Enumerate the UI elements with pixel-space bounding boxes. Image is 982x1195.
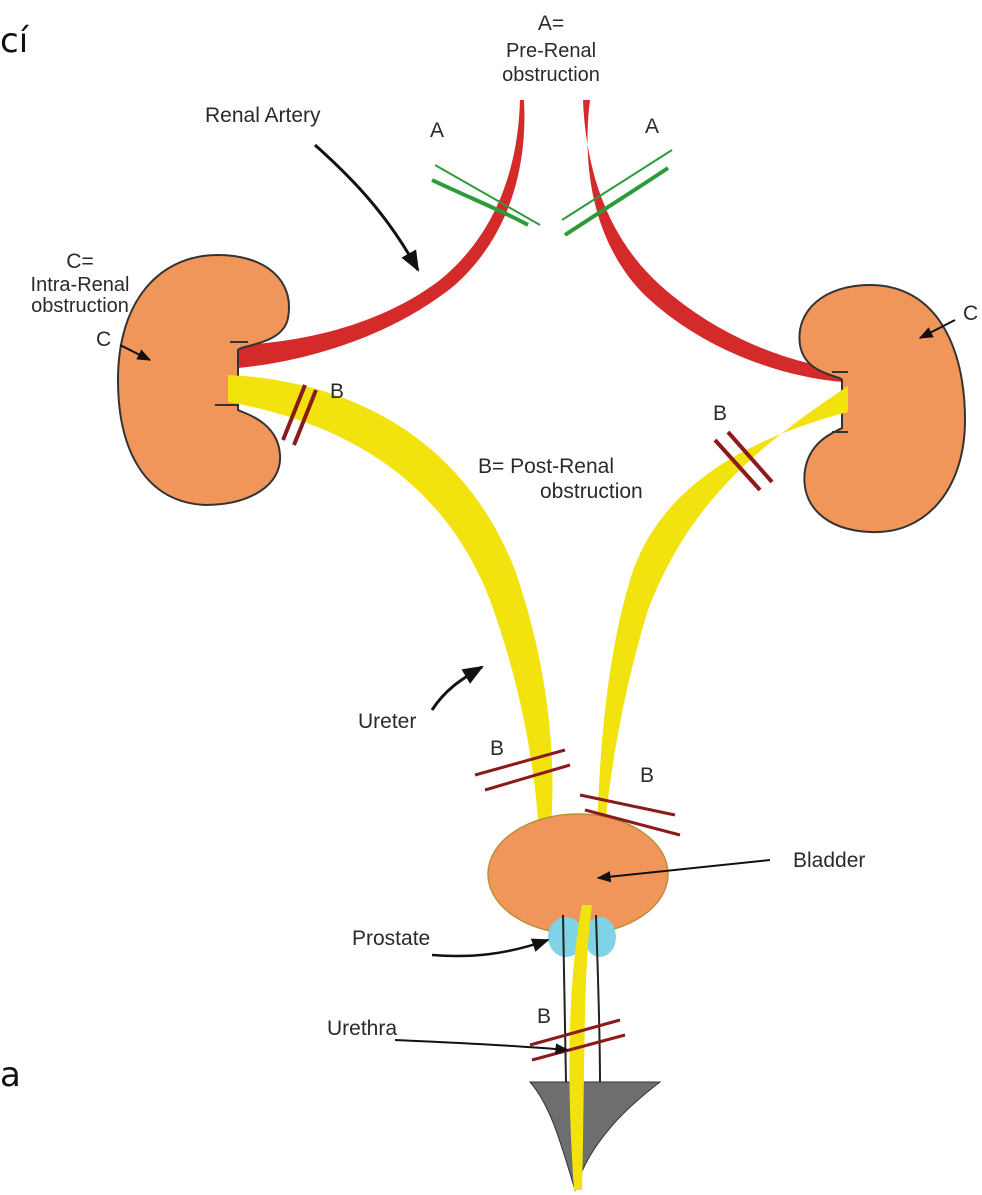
svg-text:Pre-Renal: Pre-Renal	[506, 40, 596, 62]
ureter-arrow	[432, 667, 482, 710]
marker-a-left: A	[430, 119, 444, 142]
svg-text:C=: C=	[66, 250, 93, 273]
ureter-label: Ureter	[358, 710, 416, 733]
pre-renal-mark-left	[432, 165, 540, 225]
svg-text:obstruction: obstruction	[502, 64, 600, 86]
svg-text:Intra-Renal: Intra-Renal	[31, 274, 130, 296]
marker-a-right: A	[645, 115, 659, 138]
post-renal-label: B= Post-Renal obstruction	[478, 455, 643, 503]
pre-renal-label: A= Pre-Renal obstruction	[502, 12, 600, 86]
intra-renal-label: C= Intra-Renal obstruction	[31, 250, 130, 317]
prostate-label: Prostate	[352, 927, 430, 950]
marker-b-urethra: B	[537, 1005, 551, 1028]
svg-text:A=: A=	[538, 12, 564, 35]
marker-b-mid-right: B	[640, 764, 654, 787]
prostate-arrow	[432, 940, 548, 956]
edge-text-top-left: cí	[0, 21, 30, 61]
marker-b-upper-right: B	[713, 402, 727, 425]
marker-b-upper-left: B	[330, 380, 344, 403]
marker-c-right: C	[963, 302, 978, 325]
svg-text:obstruction: obstruction	[540, 480, 643, 503]
pre-renal-mark-right	[562, 150, 672, 235]
svg-text:obstruction: obstruction	[31, 295, 129, 317]
urethra-label: Urethra	[327, 1017, 397, 1040]
marker-c-left: C	[96, 328, 111, 351]
svg-text:B= Post-Renal: B= Post-Renal	[478, 455, 614, 478]
renal-artery-arrow	[315, 145, 418, 270]
renal-artery-label: Renal Artery	[205, 104, 321, 127]
bladder-label: Bladder	[793, 849, 865, 872]
edge-text-bottom-left: a	[0, 1055, 21, 1095]
marker-b-mid-left: B	[490, 737, 504, 760]
urethra-cone	[530, 1082, 660, 1190]
